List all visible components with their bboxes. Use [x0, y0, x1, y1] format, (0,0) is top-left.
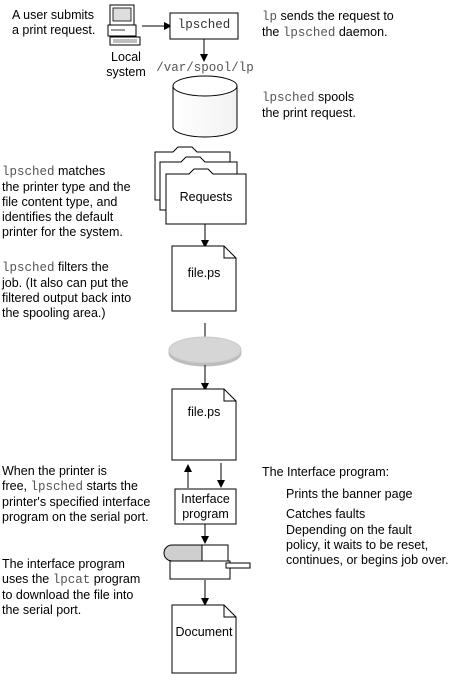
lpcat-cmd: lpcat [52, 573, 91, 587]
interface-left-4: program on the serial port. [2, 510, 149, 524]
interface-box-line-1: Interface [181, 492, 230, 506]
interface-box-line-2: program [182, 507, 229, 521]
spool-desc-1: spools [314, 90, 355, 104]
lpcat-line-4: the serial port. [2, 603, 82, 617]
requests-desc-2: the printer type and the [2, 180, 131, 194]
document-icon [171, 604, 237, 674]
spool-path-label: /var/spool/lp [156, 61, 254, 75]
local-system-line-2: system [106, 65, 146, 79]
requests-desc-1: matches [54, 164, 106, 178]
file-ps-2-label: file.ps [187, 405, 221, 419]
lpcat-line-1: The interface program [2, 557, 125, 571]
interface-box-label: Interface program [175, 492, 236, 522]
interface-right-item-3-line-2: policy, it waits to be reset, [286, 538, 429, 552]
interface-left-2b: starts the [83, 479, 138, 493]
filter-cmd: lpsched [2, 261, 55, 275]
user-submits-line-1: A user submits [12, 8, 94, 22]
requests-label: Requests [179, 190, 233, 204]
requests-desc-4: identifies the default [2, 210, 114, 224]
lp-desc-2a: the [262, 25, 283, 39]
serial-port-icon [163, 544, 251, 580]
requests-desc-3: file content type, and [2, 195, 118, 209]
interface-left-1: When the printer is [2, 464, 107, 478]
user-submits-text: A user submits a print request. [12, 8, 95, 38]
interface-right-item-2: Catches faults [286, 507, 366, 521]
computer-icon [107, 4, 141, 46]
file-ps-2-fold [223, 389, 236, 402]
lp-desc-cmd: lpsched [282, 26, 336, 40]
document-fold [223, 605, 236, 618]
user-submits-line-2: a print request. [12, 23, 96, 37]
interface-left-cmd: lpsched [30, 480, 84, 494]
interface-left-3: printer's specified interface [2, 495, 151, 509]
lp-description: lp sends the request to the lpsched daem… [262, 9, 394, 41]
lpcat-description: The interface program uses the lpcat pro… [2, 557, 140, 618]
local-system-label: Local system [104, 50, 148, 80]
file-ps-fold [223, 246, 236, 259]
filter-desc-4: the spooling area.) [2, 306, 106, 320]
interface-right-title: The Interface program: [262, 465, 390, 479]
interface-left-2a: free, [2, 479, 31, 493]
spool-desc-2: the print request. [262, 106, 356, 120]
filter-desc-3: filtered output back into [2, 291, 132, 305]
lpcat-line-2a: uses the [2, 572, 53, 586]
interface-right-item-1: Prints the banner page [286, 487, 413, 501]
requests-cmd: lpsched [2, 165, 55, 179]
lpcat-line-2b: program [90, 572, 141, 586]
interface-left-description: When the printer is free, lpsched starts… [2, 464, 150, 525]
requests-folders-icon [154, 146, 247, 225]
lpsched-box-label: lpsched [177, 18, 231, 32]
lp-desc-2b: daemon. [335, 25, 388, 39]
spool-cmd: lpsched [262, 91, 315, 105]
platter-icon [168, 336, 242, 367]
spool-description: lpsched spools the print request. [262, 90, 356, 121]
document-label: Document [175, 625, 233, 639]
filter-desc-2: job. (It also can put the [2, 276, 129, 290]
file-ps-2-icon [171, 388, 237, 461]
file-ps-label: file.ps [187, 266, 221, 280]
filter-desc-1: filters the [54, 260, 109, 274]
lp-cmd: lp [262, 10, 278, 24]
lp-desc-1: sends the request to [277, 9, 394, 23]
interface-right-item-3: Depending on the fault policy, it waits … [286, 523, 449, 568]
lpcat-line-3: to download the file into [2, 588, 134, 602]
requests-desc-5: printer for the system. [2, 225, 123, 239]
spool-cylinder-icon [172, 75, 238, 138]
file-ps-icon [171, 245, 237, 312]
local-system-line-1: Local [111, 50, 141, 64]
interface-right-item-3-line-1: Depending on the fault [286, 523, 412, 537]
filter-description: lpsched filters the job. (It also can pu… [2, 260, 131, 321]
interface-right-item-3-line-3: continues, or begins job over. [286, 553, 449, 567]
requests-description: lpsched matches the printer type and the… [2, 164, 131, 240]
interface-program-box [174, 488, 237, 525]
